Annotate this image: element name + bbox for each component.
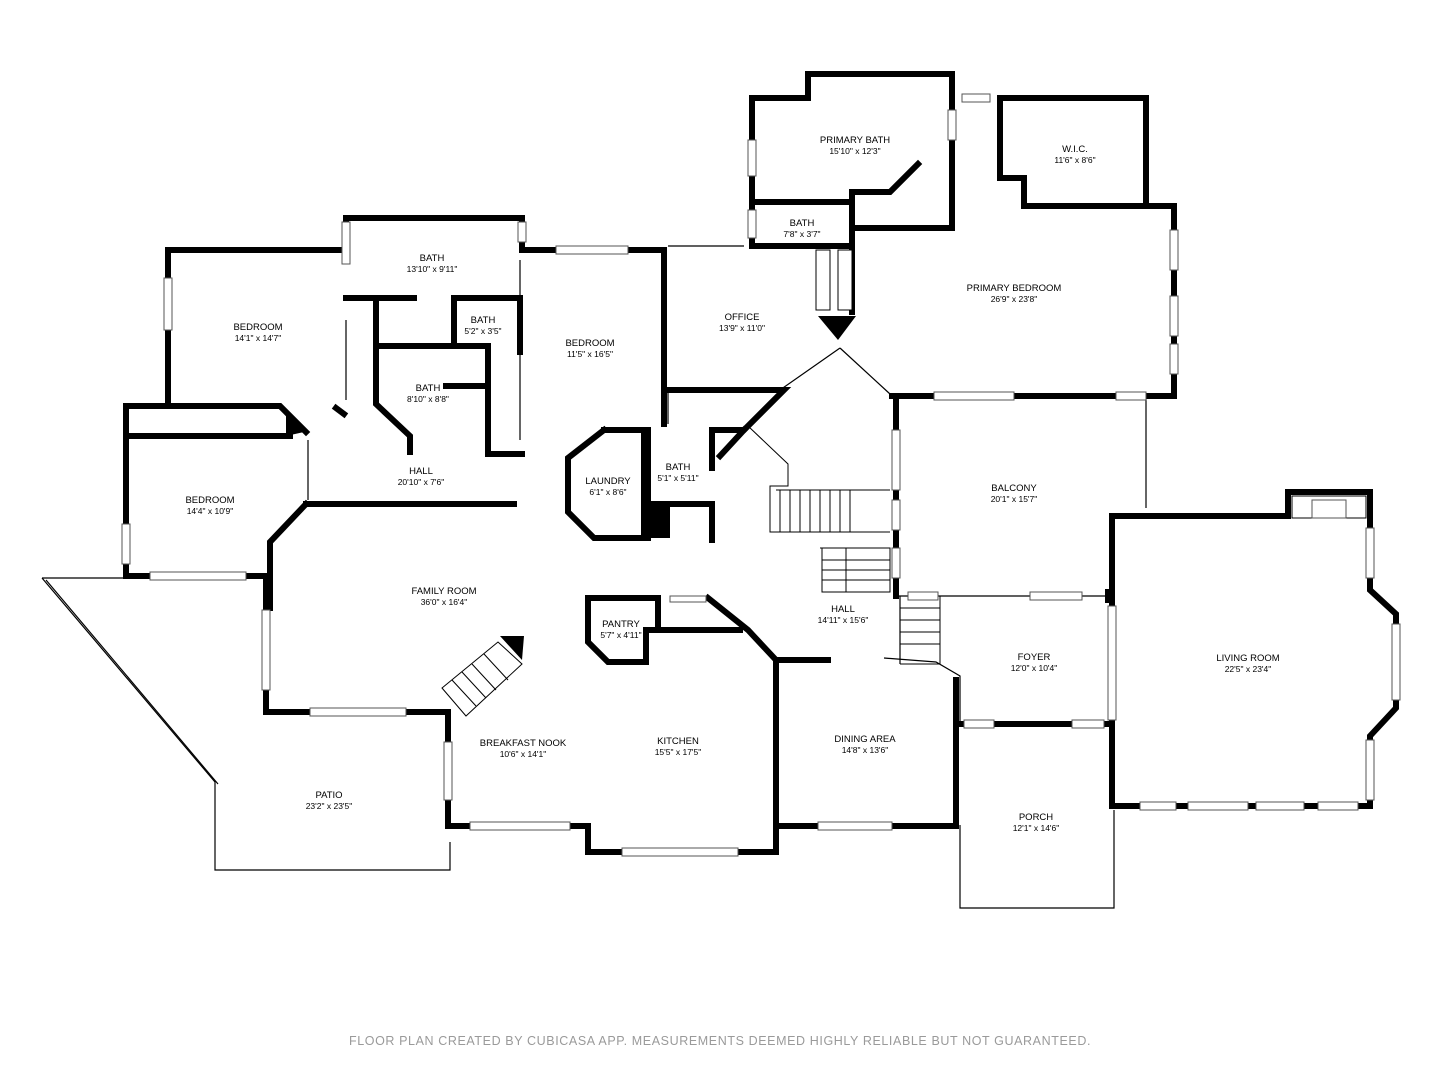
west-wing-walls: [123, 215, 667, 611]
label-bedroom-2: BEDROOM 11'5" x 16'5": [565, 338, 614, 359]
svg-text:BATH: BATH: [420, 253, 445, 264]
svg-text:20'10" x 7'6": 20'10" x 7'6": [398, 477, 445, 487]
svg-text:22'5" x 23'4": 22'5" x 23'4": [1225, 664, 1272, 674]
label-breakfast-nook: BREAKFAST NOOK 10'6" x 14'1": [480, 738, 567, 759]
svg-text:PANTRY: PANTRY: [602, 619, 640, 630]
svg-text:FAMILY ROOM: FAMILY ROOM: [411, 586, 476, 597]
svg-text:13'9" x 11'0": 13'9" x 11'0": [719, 323, 765, 333]
svg-text:HALL: HALL: [831, 604, 855, 615]
svg-text:26'9" x 23'8": 26'9" x 23'8": [991, 294, 1038, 304]
label-office: OFFICE 13'9" x 11'0": [719, 312, 765, 333]
svg-text:BALCONY: BALCONY: [991, 483, 1037, 494]
svg-text:14'11" x 15'6": 14'11" x 15'6": [818, 615, 869, 625]
label-living-room: LIVING ROOM 22'5" x 23'4": [1216, 653, 1279, 674]
svg-text:5'7" x 4'11": 5'7" x 4'11": [600, 630, 641, 640]
fireplace-family: [441, 636, 524, 717]
label-bedroom-1: BEDROOM 14'1" x 14'7": [233, 322, 282, 343]
svg-text:14'8" x 13'6": 14'8" x 13'6": [842, 745, 889, 755]
svg-text:13'10" x 9'11": 13'10" x 9'11": [407, 264, 458, 274]
label-hall-left: HALL 20'10" x 7'6": [398, 466, 445, 487]
svg-text:PRIMARY BATH: PRIMARY BATH: [820, 135, 890, 146]
core-walls: [565, 387, 792, 543]
label-bedroom-3: BEDROOM 14'4" x 10'9": [185, 495, 234, 516]
svg-text:15'5" x 17'5": 15'5" x 17'5": [655, 747, 702, 757]
label-porch: PORCH 12'1" x 14'6": [1013, 812, 1060, 833]
windows: [121, 93, 1401, 857]
svg-text:OFFICE: OFFICE: [725, 312, 760, 323]
svg-text:KITCHEN: KITCHEN: [657, 736, 699, 747]
svg-text:11'5" x 16'5": 11'5" x 16'5": [567, 349, 613, 359]
family-kitchen-walls: [263, 593, 1111, 855]
svg-text:LAUNDRY: LAUNDRY: [585, 476, 631, 487]
svg-text:BREAKFAST NOOK: BREAKFAST NOOK: [480, 738, 567, 749]
svg-text:BATH: BATH: [790, 218, 815, 229]
footer-disclaimer: FLOOR PLAN CREATED BY CUBICASA APP. MEAS…: [348, 1034, 1092, 1048]
svg-text:BATH: BATH: [416, 383, 441, 394]
stairs-upper: [747, 425, 891, 593]
label-patio: PATIO 23'2" x 23'5": [306, 790, 353, 811]
label-primary-bedroom: PRIMARY BEDROOM 26'9" x 23'8": [967, 283, 1062, 304]
label-bath-top: BATH 13'10" x 9'11": [407, 253, 458, 274]
svg-text:8'10" x 8'8": 8'10" x 8'8": [407, 394, 449, 404]
svg-text:12'0" x 10'4": 12'0" x 10'4": [1011, 663, 1058, 673]
label-wic: W.I.C. 11'6" x 8'6": [1054, 144, 1095, 165]
label-balcony: BALCONY 20'1" x 15'7": [991, 483, 1038, 504]
label-family-room: FAMILY ROOM 36'0" x 16'4": [411, 586, 476, 607]
svg-text:DINING AREA: DINING AREA: [834, 734, 896, 745]
svg-text:12'1" x 14'6": 12'1" x 14'6": [1013, 823, 1060, 833]
svg-text:10'6" x 14'1": 10'6" x 14'1": [500, 749, 547, 759]
label-dining-area: DINING AREA 14'8" x 13'6": [834, 734, 896, 755]
svg-text:14'1" x 14'7": 14'1" x 14'7": [235, 333, 282, 343]
living-room-walls: [1109, 489, 1399, 809]
svg-text:LIVING ROOM: LIVING ROOM: [1216, 653, 1279, 664]
svg-text:11'6" x 8'6": 11'6" x 8'6": [1054, 155, 1095, 165]
label-laundry: LAUNDRY 6'1" x 8'6": [585, 476, 631, 497]
svg-text:HALL: HALL: [409, 466, 433, 477]
openings: [307, 130, 1003, 720]
svg-text:PORCH: PORCH: [1019, 812, 1053, 823]
svg-text:PATIO: PATIO: [315, 790, 342, 801]
svg-text:36'0" x 16'4": 36'0" x 16'4": [421, 597, 468, 607]
stairs-lower: [883, 595, 961, 724]
svg-text:5'2" x 3'5": 5'2" x 3'5": [464, 326, 501, 336]
svg-text:14'4" x 10'9": 14'4" x 10'9": [187, 506, 234, 516]
svg-text:BEDROOM: BEDROOM: [185, 495, 234, 506]
label-pantry: PANTRY 5'7" x 4'11": [600, 619, 641, 640]
label-bath-mid: BATH 5'2" x 3'5": [464, 315, 501, 336]
svg-text:FOYER: FOYER: [1018, 652, 1051, 663]
svg-text:6'1" x 8'6": 6'1" x 8'6": [589, 487, 626, 497]
label-primary-bath: PRIMARY BATH 15'10" x 12'3": [820, 135, 890, 156]
label-bath-left: BATH 8'10" x 8'8": [407, 383, 449, 404]
svg-text:5'1" x 5'11": 5'1" x 5'11": [657, 473, 698, 483]
label-bath-laundry: BATH 5'1" x 5'11": [657, 462, 698, 483]
label-bath-small-top: BATH 7'8" x 3'7": [783, 218, 820, 239]
svg-text:15'10" x 12'3": 15'10" x 12'3": [829, 146, 880, 156]
porch-outline: [959, 810, 1115, 909]
svg-text:BEDROOM: BEDROOM: [565, 338, 614, 349]
room-labels: PRIMARY BATH 15'10" x 12'3" W.I.C. 11'6"…: [185, 135, 1279, 833]
fireplace-primary: [815, 249, 856, 340]
label-hall-right: HALL 14'11" x 15'6": [818, 604, 869, 625]
svg-text:23'2" x 23'5": 23'2" x 23'5": [306, 801, 353, 811]
svg-text:7'8" x 3'7": 7'8" x 3'7": [783, 229, 820, 239]
label-kitchen: KITCHEN 15'5" x 17'5": [655, 736, 702, 757]
svg-text:W.I.C.: W.I.C.: [1062, 144, 1088, 155]
svg-text:20'1" x 15'7": 20'1" x 15'7": [991, 494, 1038, 504]
svg-text:PRIMARY BEDROOM: PRIMARY BEDROOM: [967, 283, 1062, 294]
patio-outline: [41, 577, 451, 871]
label-foyer: FOYER 12'0" x 10'4": [1011, 652, 1058, 673]
svg-text:BEDROOM: BEDROOM: [233, 322, 282, 333]
svg-text:BATH: BATH: [471, 315, 496, 326]
svg-text:BATH: BATH: [666, 462, 691, 473]
